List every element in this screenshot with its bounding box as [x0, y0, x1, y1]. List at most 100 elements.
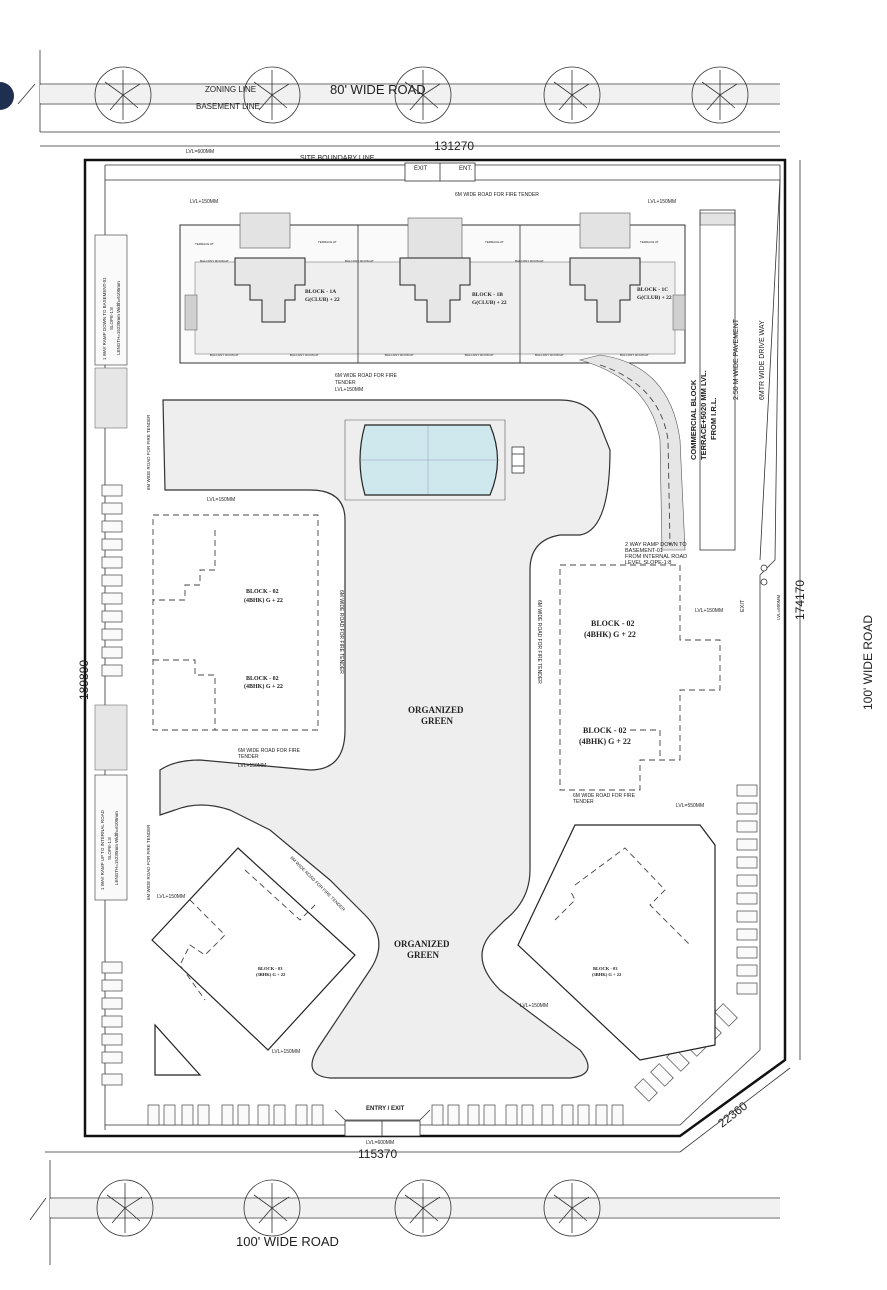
fire-road-top: 6M WIDE ROAD FOR FIRE TENDER — [455, 192, 539, 198]
organized-green-2b: GREEN — [407, 950, 440, 960]
right-exit: EXIT — [740, 564, 768, 612]
block-02-left-floors: (4BHK) G + 22 — [244, 597, 283, 604]
lvl-top-right: LVL+150MM — [648, 199, 676, 205]
svg-text:BALCONY ROOM AT: BALCONY ROOM AT — [200, 259, 229, 263]
fire-left-2: 6M WIDE ROAD FOR FIRE TENDER — [146, 824, 151, 900]
top-road-label: 80' WIDE ROAD — [330, 82, 426, 97]
right-road-label: 100' WIDE ROAD — [861, 615, 875, 710]
block-03-right-floors: (3BHK) G + 22 — [592, 972, 622, 977]
top-gate: EXIT ENT. — [404, 162, 476, 182]
block-02-right-title: BLOCK - 02 — [591, 619, 635, 628]
block-02-right-floors-2: (4BHK) G + 22 — [579, 737, 631, 746]
parking-left — [101, 484, 123, 1086]
exit-right-label: EXIT — [740, 599, 746, 612]
svg-text:BALCONY ROOM AT: BALCONY ROOM AT — [515, 259, 544, 263]
organized-green-1b: GREEN — [421, 716, 454, 726]
exit-top-label: EXIT — [414, 166, 428, 172]
svg-text:TERRACE AT: TERRACE AT — [318, 240, 337, 244]
block-02-left-title-2: BLOCK - 02 — [246, 676, 279, 682]
fire-vertical-right: 6M WIDE ROAD FOR FIRE TENDER — [536, 600, 542, 684]
ramp-up-3: LENGTH=15230mm Width=6100mm — [114, 811, 119, 885]
commercial-line-2: TERRACE+5020 MM LVL. — [699, 370, 708, 460]
block-02-right-floors: (4BHK) G + 22 — [584, 630, 636, 639]
driveway-label: 6MTR WIDE DRIVE WAY — [759, 320, 766, 400]
organized-green-2: ORGANIZED — [394, 939, 450, 949]
block-03-right-title: BLOCK - 03 — [593, 966, 618, 971]
ramp-down-1: 2 WAY RAMP DOWN TO — [625, 542, 687, 548]
organized-green-1: ORGANIZED — [408, 705, 464, 715]
top-road — [17, 50, 780, 133]
block-02-left-floors-2: (4BHK) G + 22 — [244, 683, 283, 690]
block-02-left-title: BLOCK - 02 — [246, 589, 279, 595]
left-ramp-up: 1 WAY RAMP UP TO INTERNAL ROAD SLOPE-1:8… — [94, 704, 128, 901]
ramp-up-1: 1 WAY RAMP UP TO INTERNAL ROAD — [100, 809, 105, 890]
lvl-mid: LVL+150MM — [335, 387, 363, 393]
organized-green-area — [159, 399, 611, 1079]
svg-text:BALCONY ROOM AT: BALCONY ROOM AT — [345, 259, 374, 263]
block-02-right: BLOCK - 02 (4BHK) G + 22 BLOCK - 02 (4BH… — [559, 564, 721, 791]
fire-road-left-1: 6M WIDE ROAD FOR FIRE — [238, 748, 301, 754]
page-marker — [0, 82, 14, 110]
svg-text:BALCONY ROOM AT: BALCONY ROOM AT — [210, 353, 239, 357]
left-ramp-down: 1 WAY RAMP DOWN TO BASEMENT-01 SLOPE-1:8… — [94, 234, 128, 429]
fire-road-mid-1: 6M WIDE ROAD FOR FIRE — [335, 373, 398, 379]
lvl-bottom: LVL=600MM — [366, 1140, 394, 1146]
ramp-up-2: SLOPE-1:8 — [107, 837, 112, 860]
lvl-left-upper: LVL=150MM — [207, 497, 235, 503]
block-1c-title: BLOCK - 1C — [637, 287, 668, 293]
commercial-line-3: FROM I.R.L. — [709, 398, 718, 441]
swimming-pool — [344, 419, 525, 501]
left-dimension: 189890 — [77, 660, 91, 700]
bottom-gate: ENTRY / EXIT — [334, 1106, 431, 1137]
block-03-left: BLOCK - 03 (3BHK) G + 22 — [151, 847, 356, 1051]
fire-road-left-2: TENDER — [238, 754, 259, 760]
ramp-down-4: LEVEL SLOPE-1:8 — [625, 560, 671, 566]
lvl-right-edge: LVL=600MM — [776, 594, 781, 620]
block-1b-floors: G(CLUB) + 22 — [472, 299, 507, 306]
fire-road-mid-2: TENDER — [335, 380, 356, 386]
top-dimension: 131270 — [434, 139, 474, 153]
ent-top-label: ENT. — [459, 166, 472, 172]
fire-road-right-1: 6M WIDE ROAD FOR FIRE — [573, 793, 636, 799]
svg-text:TERRACE AT: TERRACE AT — [640, 240, 659, 244]
towers-row: TERRACE AT TERRACE AT TERRACE AT TERRACE AT… — [179, 212, 736, 364]
ramp-left-3: LENGTH=15230mm Width=6100mm — [116, 281, 121, 355]
entry-exit-label: ENTRY / EXIT — [366, 1106, 405, 1112]
bottom-road — [29, 1160, 780, 1265]
fire-vertical-left: 6M WIDE ROAD FOR FIRE TENDER — [338, 590, 344, 674]
lvl-right-bottom: LVL+150MM — [520, 1003, 548, 1009]
lvl-left-bottom: LVL+150MM — [272, 1049, 300, 1055]
lvl-top-left: LVL+150MM — [190, 199, 218, 205]
lvl-left-mid: LVL+150MM — [238, 763, 266, 769]
block-03-left-floors: (3BHK) G + 22 — [256, 972, 286, 977]
svg-text:TERRACE AT: TERRACE AT — [195, 242, 214, 246]
svg-text:TERRACE AT: TERRACE AT — [485, 240, 504, 244]
parking-right — [736, 784, 758, 995]
svg-text:BALCONY ROOM AT: BALCONY ROOM AT — [620, 353, 649, 357]
block-03-right: BLOCK - 03 (3BHK) G + 22 — [517, 824, 716, 1061]
fire-road-right-2: TENDER — [573, 799, 594, 805]
fire-left-1: 6M WIDE ROAD FOR FIRE TENDER — [146, 414, 151, 490]
block-03-left-title: BLOCK - 03 — [258, 966, 283, 971]
site-boundary-label: SITE BOUNDARY LINE — [300, 155, 375, 162]
right-dimension: 174170 — [793, 580, 807, 620]
pavement-label: 2.50 M WIDE PAVEMENT — [733, 318, 740, 400]
svg-text:BALCONY ROOM AT: BALCONY ROOM AT — [535, 353, 564, 357]
block-1a-floors: G(CLUB) + 22 — [305, 296, 340, 303]
block-02-right-title-2: BLOCK - 02 — [583, 726, 627, 735]
bottom-road-label: 100' WIDE ROAD — [236, 1234, 339, 1249]
lvl-right-upper: LVL+150MM — [695, 608, 723, 614]
ramp-left-2: SLOPE-1:8 — [109, 307, 114, 330]
svg-text:BALCONY ROOM AT: BALCONY ROOM AT — [385, 353, 414, 357]
lvl-right-lower: LVL=550MM — [676, 803, 704, 809]
svg-text:BALCONY ROOM AT: BALCONY ROOM AT — [465, 353, 494, 357]
corner-dimension: 22360 — [715, 1099, 750, 1131]
commercial-line-1: COMMERCIAL BLOCK — [689, 379, 698, 460]
basement-line-label: BASEMENT LINE — [196, 102, 260, 111]
block-1b-title: BLOCK - 1B — [472, 292, 503, 298]
bottom-dimension: 115370 — [358, 1147, 397, 1161]
block-1c-floors: G(CLUB) + 22 — [637, 294, 672, 301]
ramp-down-3: FROM INTERNAL ROAD — [625, 554, 687, 560]
parking-bottom — [147, 1104, 624, 1126]
zoning-line-label: ZONING LINE — [205, 85, 256, 94]
